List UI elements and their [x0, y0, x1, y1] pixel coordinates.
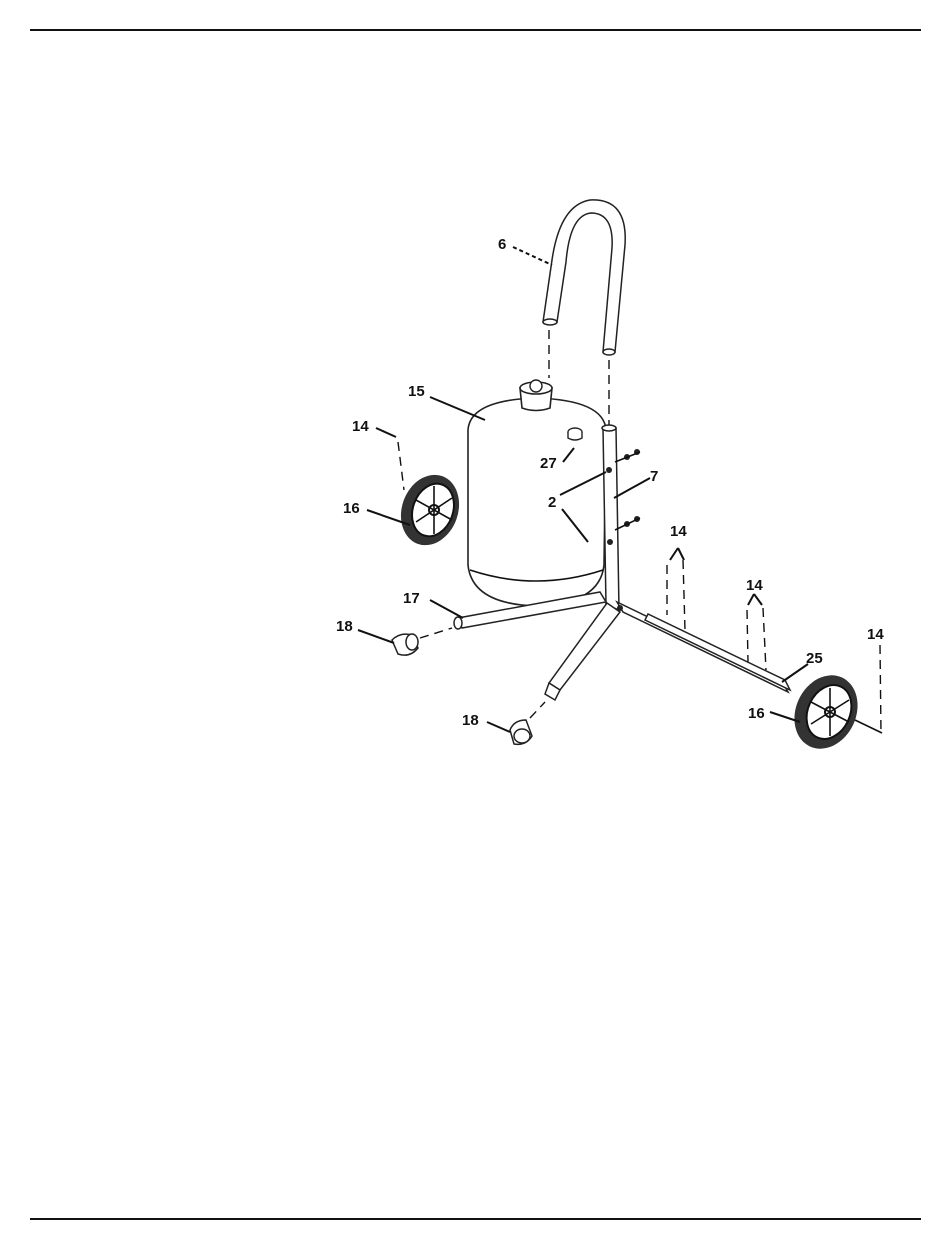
alignment-line: [420, 628, 452, 638]
leader-line: [430, 600, 463, 618]
alignment-line: [763, 608, 766, 670]
callout-screw-axle-a: 14: [670, 523, 687, 540]
tank: [468, 380, 606, 606]
callout-screw-axle-b: 14: [746, 577, 763, 594]
callout-foot-left: 18: [336, 618, 353, 635]
leader-line: [754, 594, 762, 605]
callout-foot-bottom: 18: [462, 712, 479, 729]
callout-plug: 27: [540, 455, 557, 472]
wheel-right: [783, 665, 869, 759]
callout-frame: 7: [650, 468, 658, 485]
callout-screw-left-wheel: 14: [352, 418, 369, 435]
leader-line: [678, 548, 684, 560]
leader-line: [358, 630, 394, 643]
leader-line: [513, 247, 552, 265]
foot-left: [392, 634, 418, 655]
leader-line: [430, 397, 485, 420]
leader-line: [670, 548, 678, 560]
alignment-line: [530, 702, 545, 718]
callout-axle: 25: [806, 650, 823, 667]
alignment-line: [398, 442, 404, 490]
callout-wheel-left: 16: [343, 500, 360, 517]
alignment-line: [880, 645, 881, 733]
callout-screw-axle-c: 14: [867, 626, 884, 643]
leader-line: [782, 664, 808, 682]
alignment-line: [683, 560, 685, 630]
handle: [543, 200, 625, 355]
alignment-line: [747, 610, 748, 662]
foot-bottom: [510, 720, 532, 744]
callout-wheel-right: 16: [748, 705, 765, 722]
bottom-rule: [30, 1218, 921, 1220]
callout-leg: 17: [403, 590, 420, 607]
leader-line: [376, 428, 396, 437]
callout-bolt: 2: [548, 494, 556, 511]
leader-line: [748, 594, 754, 605]
callout-handle: 6: [498, 236, 506, 253]
leader-line: [614, 478, 650, 498]
callout-tank: 15: [408, 383, 425, 400]
leader-line: [487, 722, 510, 732]
